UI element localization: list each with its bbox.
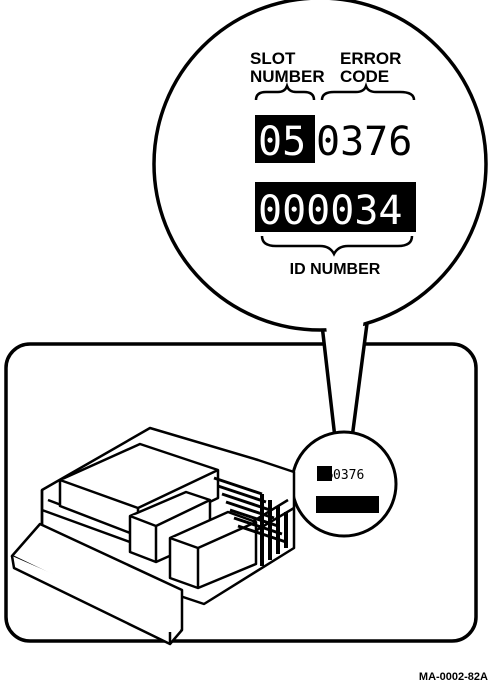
error-code-label-line2: CODE bbox=[340, 67, 389, 86]
slot-number-brace bbox=[254, 82, 316, 101]
id-number-label: ID NUMBER bbox=[290, 261, 381, 278]
slot-number-value: 05 bbox=[258, 119, 306, 165]
slot-number-highlight bbox=[255, 115, 315, 163]
screen-id-highlight bbox=[316, 496, 379, 513]
error-code-value: 0376 bbox=[316, 119, 412, 165]
screen-id-value: 000034 bbox=[318, 499, 365, 514]
error-code-label: ERROR bbox=[340, 49, 401, 68]
error-code-brace bbox=[320, 82, 416, 101]
slot-number-label: SLOT bbox=[250, 49, 296, 68]
screen-error-value: 0376 bbox=[333, 468, 364, 483]
id-number-brace bbox=[260, 235, 414, 257]
slot-number-label-line2: NUMBER bbox=[250, 67, 325, 86]
figure-id-label: MA-0002-82A bbox=[419, 671, 488, 683]
screen-slot-highlight bbox=[317, 466, 332, 481]
id-number-highlight bbox=[255, 182, 416, 232]
callout-bubble bbox=[152, 0, 488, 440]
id-number-value: 000034 bbox=[258, 188, 403, 234]
screen-readout-circle bbox=[290, 430, 398, 538]
keyboard-illustration bbox=[10, 522, 184, 646]
screen-slot-value: 05 bbox=[318, 468, 334, 483]
